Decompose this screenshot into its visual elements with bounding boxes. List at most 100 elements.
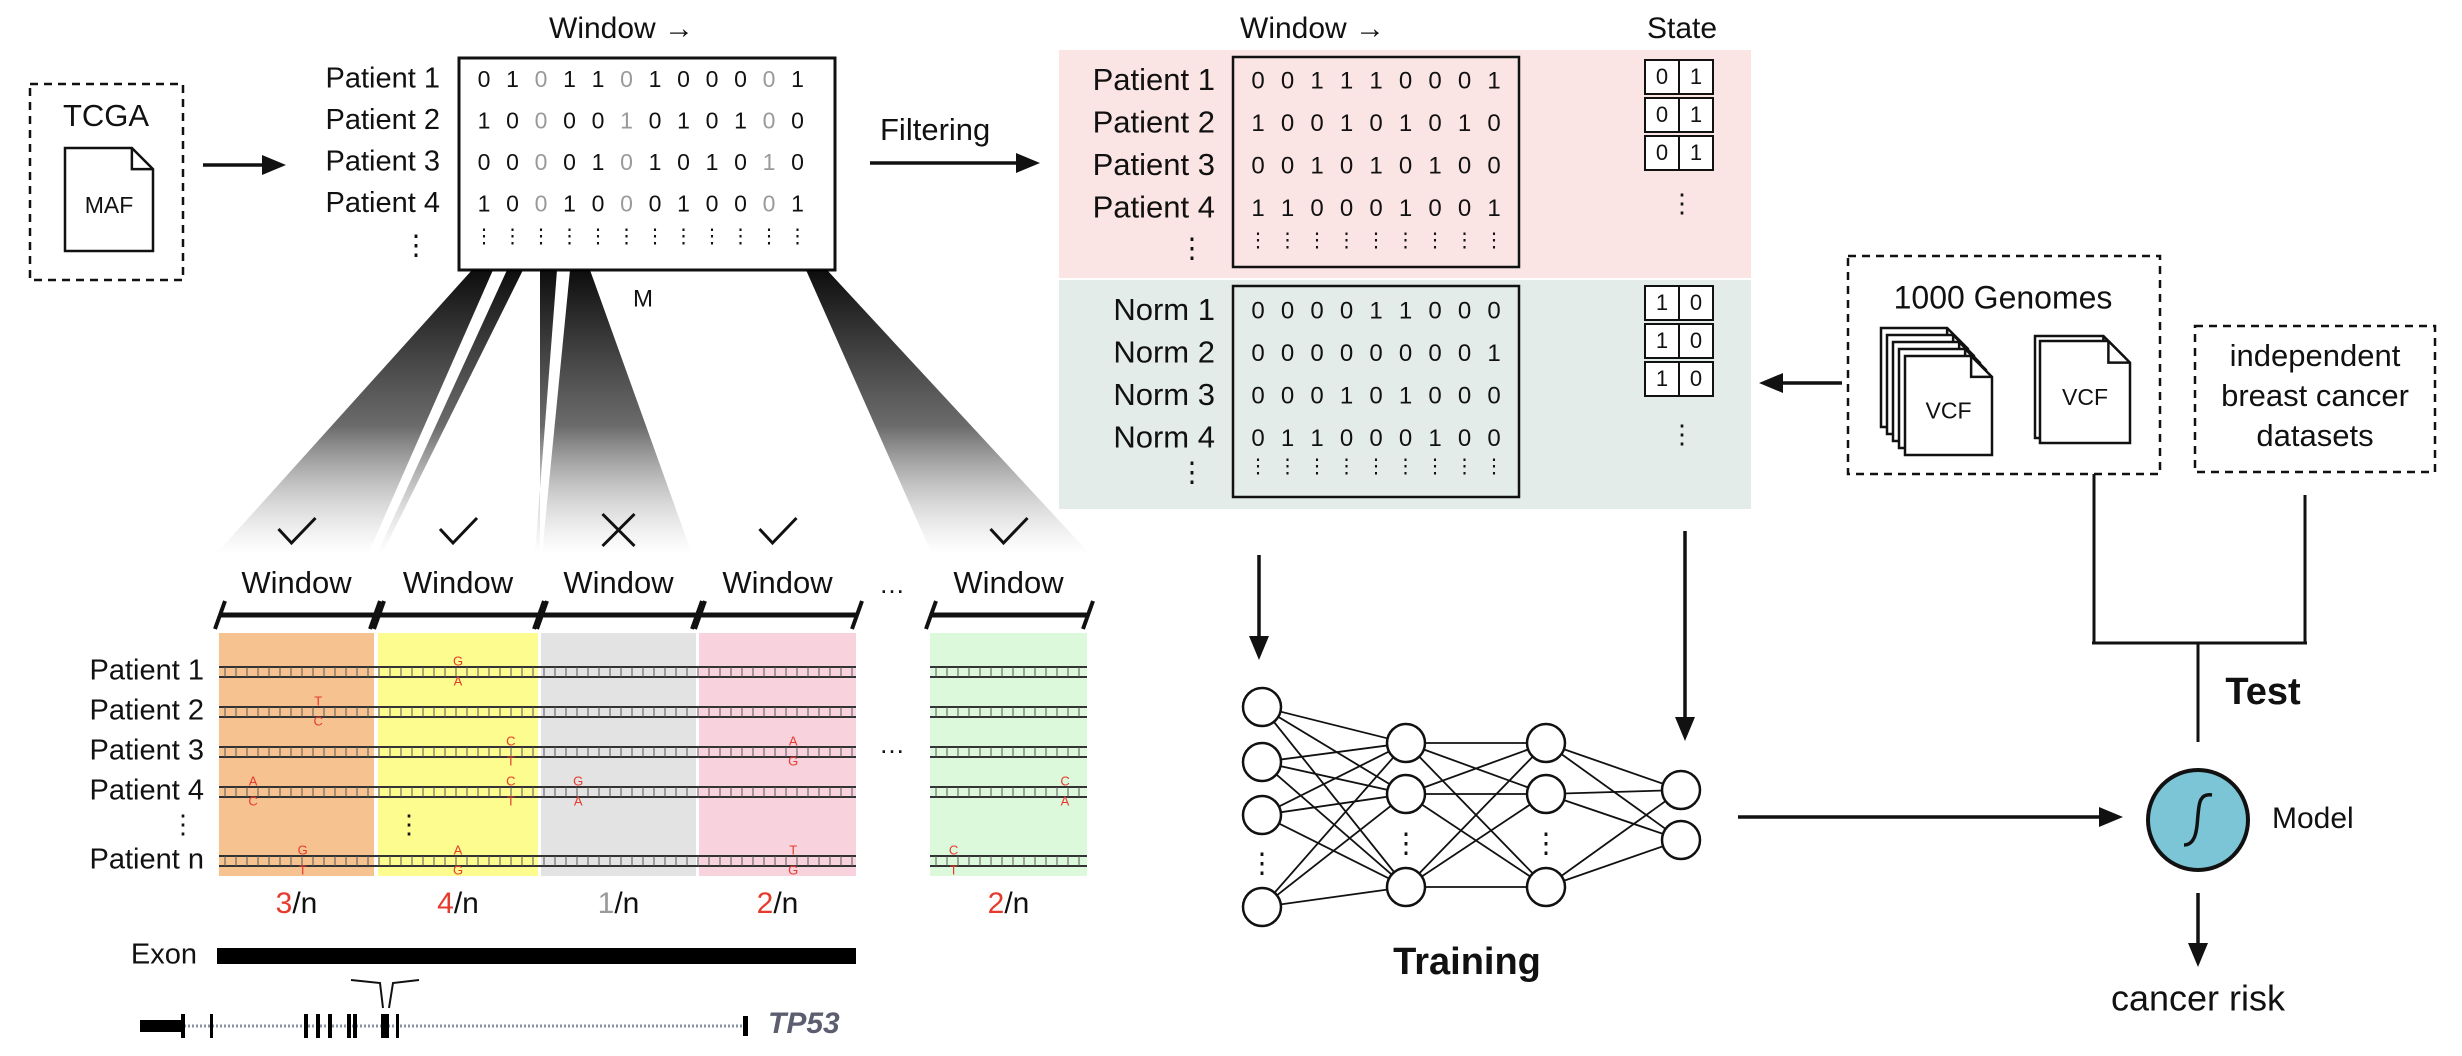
utr-block: [140, 1020, 181, 1032]
mutation-ref: C: [506, 733, 515, 748]
mutation-ref: C: [506, 773, 515, 788]
exon-label: Exon: [131, 939, 197, 971]
patient-cell: 0: [1428, 195, 1441, 222]
patient-cell: 1: [1458, 110, 1471, 137]
track-patient-label: Patient n: [90, 844, 204, 876]
state-value: 0: [1656, 64, 1668, 89]
state-value: 1: [1690, 140, 1702, 165]
test-connector: [2092, 474, 2307, 742]
model-to-risk-arrow: [2188, 893, 2208, 967]
matrix-cell: 1: [649, 149, 662, 175]
normal-block-bg: [1059, 280, 1751, 509]
model-label: Model: [2272, 802, 2354, 835]
matrix-cell: 1: [677, 191, 690, 217]
state-value: 0: [1656, 140, 1668, 165]
genomes-to-matrix-arrow: [1759, 373, 1842, 393]
window-bracket-tick: [372, 600, 386, 630]
patient-col-ellipsis: ⋮: [1248, 229, 1268, 251]
count-suffix: /n: [773, 887, 798, 920]
patient-cell: 0: [1458, 152, 1471, 179]
patient-cell: 0: [1281, 152, 1294, 179]
exon-block: [181, 1014, 185, 1038]
patient-cell: 1: [1399, 195, 1412, 222]
state-value: 1: [1690, 102, 1702, 127]
patient-cell: 1: [1281, 195, 1294, 222]
patient-cell: 0: [1458, 67, 1471, 94]
exon-block: [347, 1014, 351, 1038]
matrix-cell: 0: [592, 108, 605, 134]
exon-bar: [217, 948, 856, 964]
window-label: Window: [403, 565, 514, 600]
mutation-alt: G: [453, 862, 463, 877]
arrow-head: [1675, 717, 1695, 741]
independent-label: independent: [2230, 338, 2401, 373]
patient-cell: 1: [1340, 110, 1353, 137]
norm-cell: 1: [1281, 425, 1294, 452]
genomes-box: [1846, 254, 2162, 476]
matrix-cell: 0: [734, 149, 747, 175]
matrix-cell: 0: [563, 149, 576, 175]
arrow-head: [1249, 636, 1269, 660]
track-ellipsis: …: [879, 729, 905, 759]
independent-label: datasets: [2256, 418, 2373, 453]
mutation-ref: A: [789, 733, 798, 748]
count-suffix: /n: [614, 887, 639, 920]
norm-col-ellipsis: ⋮: [1278, 455, 1298, 477]
patient-row-ellipsis: ⋮: [1178, 232, 1206, 263]
window-count: 3/n: [276, 887, 318, 920]
check-icon: [989, 516, 1029, 546]
exon-block: [381, 1014, 389, 1038]
network-edge: [1405, 793, 1547, 888]
state-cell: [1678, 97, 1714, 133]
matrix-cell: 0: [677, 149, 690, 175]
mutation-alt: T: [507, 793, 515, 808]
norm-col-ellipsis: ⋮: [1307, 455, 1327, 477]
utr-block: [743, 1016, 748, 1036]
patient-cell: 1: [1369, 152, 1382, 179]
window-header: Window →: [1240, 12, 1385, 45]
arrow-head: [2188, 943, 2208, 967]
norm-cell: 1: [1487, 340, 1500, 367]
norm-col-ellipsis: ⋮: [1425, 455, 1445, 477]
state-cell: [1678, 361, 1714, 397]
patient-cell: 0: [1369, 195, 1382, 222]
matrix-cell: 1: [734, 108, 747, 134]
matrix-col-ellipsis: ⋮: [474, 225, 494, 247]
mutation-ref: G: [453, 653, 463, 668]
document-shape: [63, 146, 155, 253]
matrix-cell: 0: [763, 108, 776, 134]
track-row-ellipsis: ⋮: [170, 809, 196, 839]
matrix-cell: 1: [620, 108, 633, 134]
check-icon: [438, 516, 479, 546]
matrix-cell: 1: [791, 66, 804, 92]
norm-cell: 0: [1340, 340, 1353, 367]
mutation-mark: AC: [248, 773, 257, 808]
network-edge: [1261, 886, 1407, 908]
matrix-col-ellipsis: ⋮: [560, 225, 580, 247]
state-value: 0: [1656, 102, 1668, 127]
mutation-alt: G: [788, 753, 798, 768]
norm-cell: 0: [1310, 340, 1323, 367]
window-region: [930, 633, 1087, 876]
patient-cell: 1: [1310, 67, 1323, 94]
patient-cell: 0: [1458, 195, 1471, 222]
arrow-head: [2099, 807, 2123, 827]
matrix-col-ellipsis: ⋮: [617, 225, 637, 247]
matrix-cell: 0: [506, 191, 519, 217]
patient-cell: 1: [1487, 67, 1500, 94]
matrix-cell: 1: [592, 149, 605, 175]
window-count-text: 1/n: [598, 887, 640, 920]
patient-col-ellipsis: ⋮: [1307, 229, 1327, 251]
patient-cell: 0: [1428, 110, 1441, 137]
window-count-text: 2/n: [988, 887, 1030, 920]
window-region: [699, 633, 856, 876]
network-edge: [1405, 742, 1547, 795]
network-ellipsis: ⋮: [1392, 827, 1420, 858]
network-edge: [1261, 793, 1407, 908]
patient-cell: 0: [1399, 67, 1412, 94]
norm-cell: 1: [1428, 425, 1441, 452]
mutation-alt: G: [788, 862, 798, 877]
mutation-ref: A: [249, 773, 258, 788]
document-fold: [2107, 341, 2130, 364]
